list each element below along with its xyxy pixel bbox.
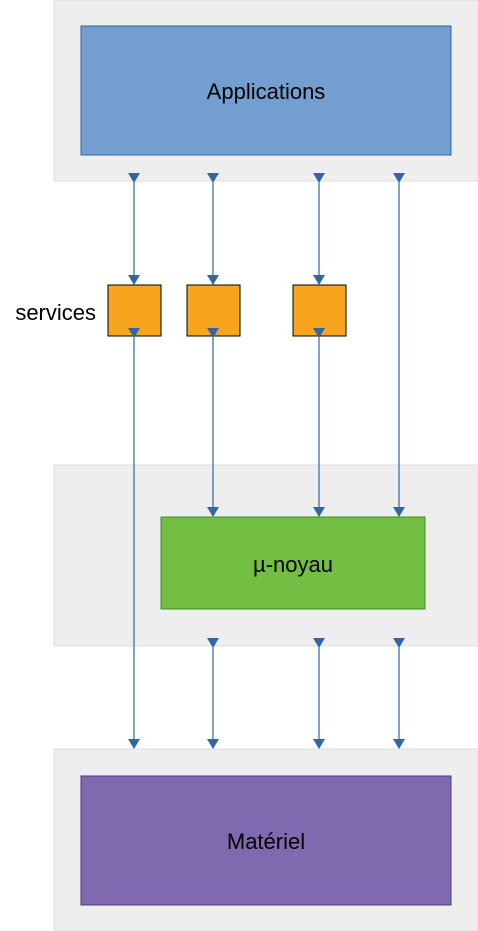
kernel-label: µ-noyau [253, 552, 333, 577]
hardware-label: Matériel [227, 829, 305, 854]
service-box-1 [107, 284, 162, 337]
services-label: services [15, 300, 96, 325]
applications-label: Applications [207, 79, 326, 104]
service-box-3 [292, 284, 347, 337]
kernel-box [160, 516, 426, 610]
hardware-box [80, 775, 452, 906]
applications-box [80, 25, 452, 156]
service-box-2 [186, 284, 241, 337]
